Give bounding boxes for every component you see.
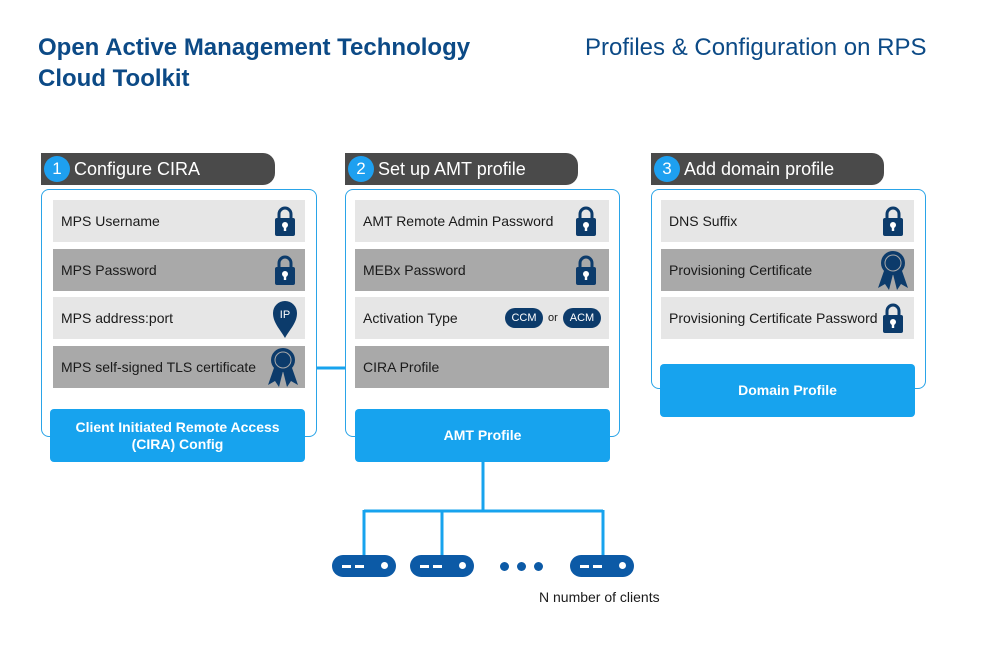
row-label: DNS Suffix: [669, 213, 738, 229]
certificate-ribbon-icon: [268, 348, 298, 387]
clients-label: N number of clients: [539, 589, 660, 605]
domain-profile-output: Domain Profile: [660, 364, 915, 417]
row-label: MEBx Password: [363, 262, 466, 278]
ip-pin-icon: IP: [273, 301, 297, 338]
step-number: 2: [348, 156, 374, 182]
client-device-icon: [570, 555, 634, 577]
row-label: MPS Username: [61, 213, 160, 229]
lock-icon: [275, 206, 295, 236]
row-mps-address-port: MPS address:port IP: [53, 297, 305, 339]
lock-icon: [275, 255, 295, 285]
step-3-tab: 3 Add domain profile: [651, 153, 884, 185]
activation-or-text: or: [548, 312, 558, 324]
ellipsis-dot: [534, 562, 543, 571]
certificate-ribbon-icon: [878, 251, 908, 290]
step-label: Configure CIRA: [74, 159, 201, 179]
cira-config-output: Client Initiated Remote Access (CIRA) Co…: [50, 409, 305, 462]
row-mps-tls-certificate: MPS self-signed TLS certificate: [53, 346, 305, 388]
lock-icon: [576, 206, 596, 236]
client-device-icon: [410, 555, 474, 577]
row-activation-type: Activation Type CCM or ACM: [355, 297, 609, 339]
row-label: AMT Remote Admin Password: [363, 213, 554, 229]
step-label: Set up AMT profile: [378, 159, 526, 179]
step-2-tab: 2 Set up AMT profile: [345, 153, 578, 185]
amt-profile-output: AMT Profile: [355, 409, 610, 462]
row-label: Provisioning Certificate Password: [669, 310, 878, 326]
row-label: CIRA Profile: [363, 359, 440, 375]
row-mebx-password: MEBx Password: [355, 249, 609, 291]
row-label: MPS self-signed TLS certificate: [61, 359, 257, 375]
row-provisioning-certificate-password: Provisioning Certificate Password: [661, 297, 914, 339]
lock-icon: [576, 255, 596, 285]
lock-icon: [883, 303, 903, 333]
diagram-title: Open Active Management Technology Cloud …: [38, 34, 471, 92]
row-amt-admin-password: AMT Remote Admin Password: [355, 200, 609, 242]
ellipsis-dot: [517, 562, 526, 571]
activation-option-acm: ACM: [563, 308, 601, 328]
lock-icon: [883, 206, 903, 236]
activation-option-ccm: CCM: [505, 308, 543, 328]
ellipsis-dot: [500, 562, 509, 571]
client-device-icon: [332, 555, 396, 577]
row-cira-profile: CIRA Profile: [355, 346, 609, 388]
row-mps-password: MPS Password: [53, 249, 305, 291]
row-label: Activation Type: [363, 310, 458, 326]
step-label: Add domain profile: [684, 159, 835, 179]
ip-pin-text: IP: [280, 309, 290, 321]
row-label: MPS Password: [61, 262, 157, 278]
row-dns-suffix: DNS Suffix: [661, 200, 914, 242]
row-provisioning-certificate: Provisioning Certificate: [661, 249, 914, 291]
row-mps-username: MPS Username: [53, 200, 305, 242]
step-number: 3: [654, 156, 680, 182]
step-number: 1: [44, 156, 70, 182]
row-label: MPS address:port: [61, 310, 174, 326]
step-1-tab: 1 Configure CIRA: [41, 153, 275, 185]
diagram-subtitle: Profiles & Configuration on RPS: [585, 34, 927, 61]
row-label: Provisioning Certificate: [669, 262, 813, 278]
